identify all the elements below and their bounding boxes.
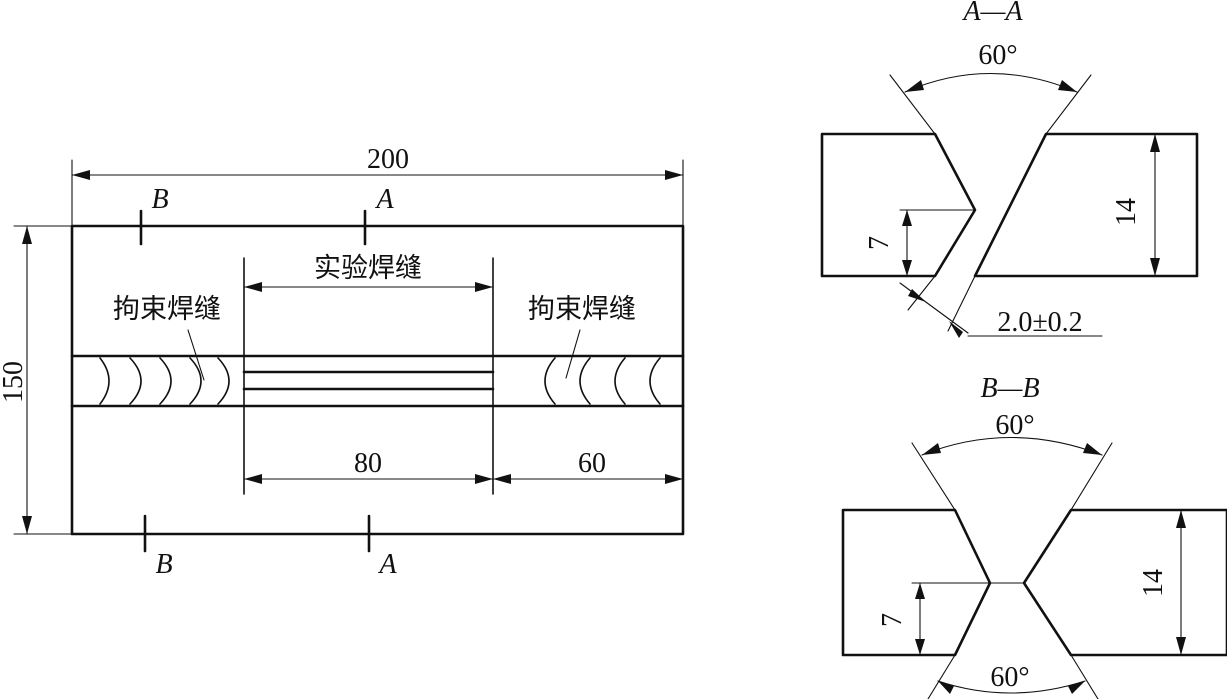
left-restraint-weld-ripples xyxy=(99,357,230,405)
section-bb-bottom-angle-text: 60° xyxy=(990,662,1029,693)
section-aa-left-plate xyxy=(820,132,977,278)
section-aa-title: A—A xyxy=(961,0,1023,27)
dim-80-text: 80 xyxy=(354,448,382,479)
section-aa-gap-text: 2.0±0.2 xyxy=(997,307,1082,338)
restraint-weld-label-right: 拘束焊缝 xyxy=(528,294,636,325)
plate-outline xyxy=(70,224,685,536)
section-label-b-bottom: B xyxy=(155,549,172,580)
section-label-a-bottom: A xyxy=(377,549,397,580)
section-bb-title: B—B xyxy=(980,373,1039,404)
test-weld-label: 实验焊缝 xyxy=(314,253,422,284)
section-aa: A—A 60° 14 7 2.0±0.2 xyxy=(820,0,1199,338)
section-aa-angle-arc xyxy=(904,72,1078,93)
section-bb-left-plate xyxy=(841,508,992,657)
dim-150-text: 150 xyxy=(0,361,29,403)
section-bb-thickness-text: 14 xyxy=(1138,569,1169,597)
section-aa-thickness-text: 14 xyxy=(1111,198,1142,226)
section-label-b-top: B xyxy=(151,184,168,215)
right-restraint-weld-ripples xyxy=(544,357,661,405)
section-aa-depth-text: 7 xyxy=(864,236,895,250)
right-restraint-leader xyxy=(565,329,581,379)
restraint-weld-label-left: 拘束焊缝 xyxy=(113,294,221,325)
section-bb-top-angle-arc xyxy=(921,436,1103,456)
section-aa-angle-text: 60° xyxy=(978,40,1017,71)
section-aa-right-plate xyxy=(973,132,1199,278)
section-bb-right-plate xyxy=(1022,508,1227,657)
dim-60-text: 60 xyxy=(578,448,606,479)
dim-200-text: 200 xyxy=(367,144,409,175)
section-bb-bottom-angle-arc xyxy=(937,680,1086,694)
section-bb-top-angle-text: 60° xyxy=(995,410,1034,441)
left-restraint-leader xyxy=(187,329,205,381)
section-label-a-top: A xyxy=(374,184,394,215)
section-bb: B—B 60° 60° 14 7 xyxy=(841,373,1227,699)
plan-view: 200 150 实验焊缝 拘束焊缝 拘束焊缝 80 60 B A B xyxy=(0,144,685,580)
section-bb-depth-text: 7 xyxy=(877,613,908,627)
